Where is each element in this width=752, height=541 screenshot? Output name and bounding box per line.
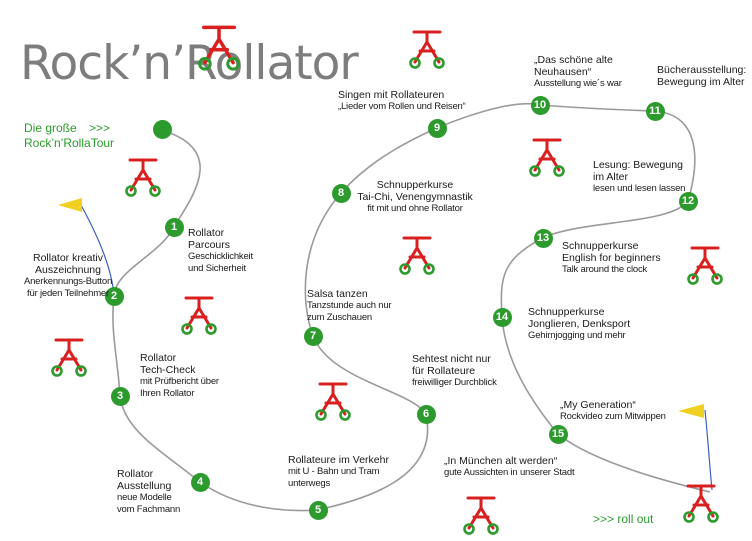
station-node: 12 (678, 191, 698, 211)
station-node: 10 (530, 95, 550, 115)
station-node: 1 (164, 217, 184, 237)
rollator-icon (687, 246, 723, 285)
station-label: „My Generation“ Rockvideo zum Mitwippen (560, 399, 666, 422)
station-node: 14 (492, 307, 512, 327)
rollator-icon (315, 382, 351, 421)
rollator-icon (409, 30, 445, 69)
station-node: 2 (104, 286, 124, 306)
station-label: „In München alt werden“ gute Aussichten … (444, 455, 575, 478)
intro-line-2: Rock’n’RollaTour (24, 136, 115, 150)
intro-line-1: Die große (24, 121, 77, 135)
rollator-icon (181, 296, 217, 335)
rollator-icon (125, 158, 161, 197)
rollator-icon (51, 338, 87, 377)
station-node: 9 (427, 118, 447, 138)
intro-arrow: >>> (89, 121, 111, 135)
start-flag-icon (58, 198, 82, 212)
poster-title: Rock’n’Rollator (20, 36, 359, 91)
rollator-icon (399, 236, 435, 275)
intro-text: Die große Rock’n’RollaTour (24, 121, 114, 151)
station-label: Singen mit Rollateuren „Lieder vom Rolle… (338, 89, 466, 112)
rollator-icon (683, 484, 719, 523)
station-label: Bücherausstellung:Bewegung im Alter (657, 64, 747, 88)
station-node: 11 (645, 101, 665, 121)
roll-out-text: >>> roll out (593, 512, 654, 526)
station-node: 13 (533, 228, 553, 248)
station-node: 4 (190, 472, 210, 492)
station-node: 8 (331, 183, 351, 203)
finish-flag-icon (678, 404, 704, 418)
station-node: 5 (308, 500, 328, 520)
rollator-icon (198, 25, 240, 71)
station-node: 15 (548, 424, 568, 444)
rollator-icon (463, 496, 499, 535)
rollator-icon (529, 138, 565, 177)
station-node: 3 (110, 386, 130, 406)
station-label: Rollateure im Verkehr mit U - Bahn und T… (288, 454, 389, 489)
station-node: 7 (303, 326, 323, 346)
start-node (153, 120, 172, 139)
station-node: 6 (416, 404, 436, 424)
